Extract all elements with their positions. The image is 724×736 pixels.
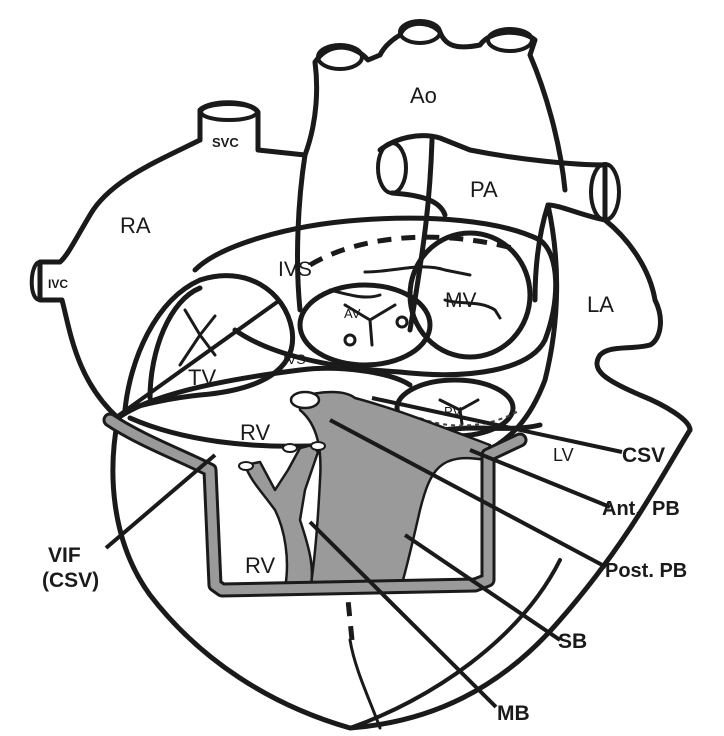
label-rv-upper: RV — [240, 420, 270, 445]
callout-sb: SB — [558, 630, 587, 653]
anterior-descending-dashed — [348, 600, 352, 640]
svc-opening — [201, 104, 257, 120]
label-ivc: IVC — [48, 277, 68, 291]
coronary-ostium-1 — [345, 335, 355, 345]
pa-left-branch — [378, 143, 406, 193]
callout-post-pb: Post. PB — [605, 560, 687, 582]
label-rv-lower: RV — [245, 553, 275, 578]
mb-cap-3 — [311, 442, 325, 450]
left-atrium-outline — [597, 220, 690, 430]
septal-band-cap — [291, 392, 319, 408]
mitral-leaflet-3 — [330, 290, 380, 297]
label-ao: Ao — [410, 83, 437, 108]
callout-ant-pb: Ant. PB — [602, 498, 680, 520]
label-ivs-upper: IVS — [278, 258, 312, 281]
label-mv: MV — [445, 289, 477, 312]
label-ra: RA — [120, 213, 151, 238]
label-ivs-lower: IVS — [283, 351, 306, 367]
label-la: LA — [587, 292, 614, 317]
mb-cap-2 — [283, 444, 297, 452]
callout-mb: MB — [497, 702, 530, 725]
label-lv: LV — [553, 445, 574, 465]
ivs-dashed-arc — [310, 237, 520, 265]
callout-vif: VIF — [48, 544, 81, 567]
mb-cap-1 — [239, 462, 253, 470]
label-tv: TV — [188, 365, 216, 390]
callout-vif-csv: (CSV) — [42, 569, 99, 592]
label-pv: PV — [444, 404, 462, 419]
label-av: AV — [344, 306, 361, 321]
apex-curve — [350, 640, 380, 728]
tv-diagonal-line — [115, 300, 280, 418]
vif-leader — [106, 455, 215, 548]
label-pa: PA — [470, 177, 498, 202]
pa-lower-trunk — [392, 193, 445, 215]
coronary-ostium-2 — [397, 317, 407, 327]
callout-csv: CSV — [622, 444, 665, 467]
label-svc: SVC — [212, 135, 239, 150]
aortic-root — [298, 155, 305, 310]
